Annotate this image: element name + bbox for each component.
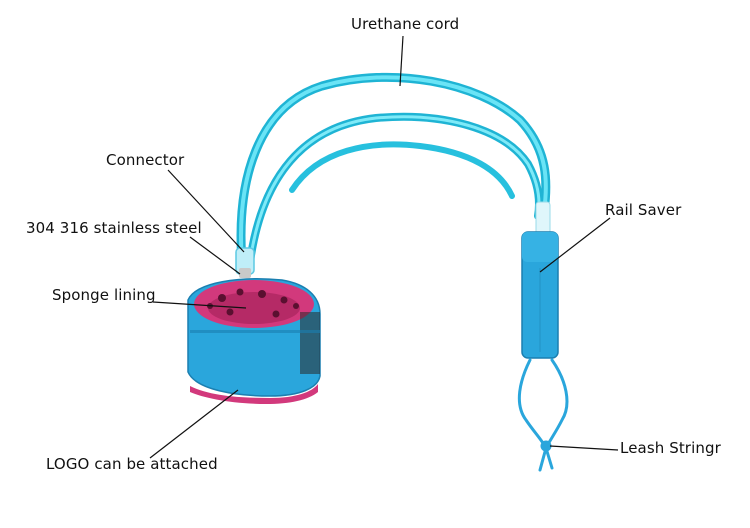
label-logo: LOGO can be attached [46,455,218,473]
leader-logo [149,389,239,459]
label-stainless-steel: 304 316 stainless steel [26,219,202,237]
leader-stainless-steel [189,236,241,275]
leader-sponge-lining [152,301,247,309]
leader-rail-saver [539,217,611,273]
leopard-pattern [207,288,299,318]
label-sponge-lining: Sponge lining [52,286,156,304]
leash-string [517,358,569,472]
label-leash-string: Leash Stringr [620,439,721,457]
label-urethane-cord: Urethane cord [351,15,460,33]
connector [235,247,255,278]
leader-leash-string [549,445,619,451]
label-rail-saver: Rail Saver [605,201,682,219]
urethane-cord [236,72,551,267]
leader-lines [149,35,619,459]
leader-urethane-cord [399,35,404,87]
leader-connector [167,169,245,253]
label-connector: Connector [106,151,185,169]
ankle-cuff [187,278,321,404]
rail-saver [521,201,559,359]
